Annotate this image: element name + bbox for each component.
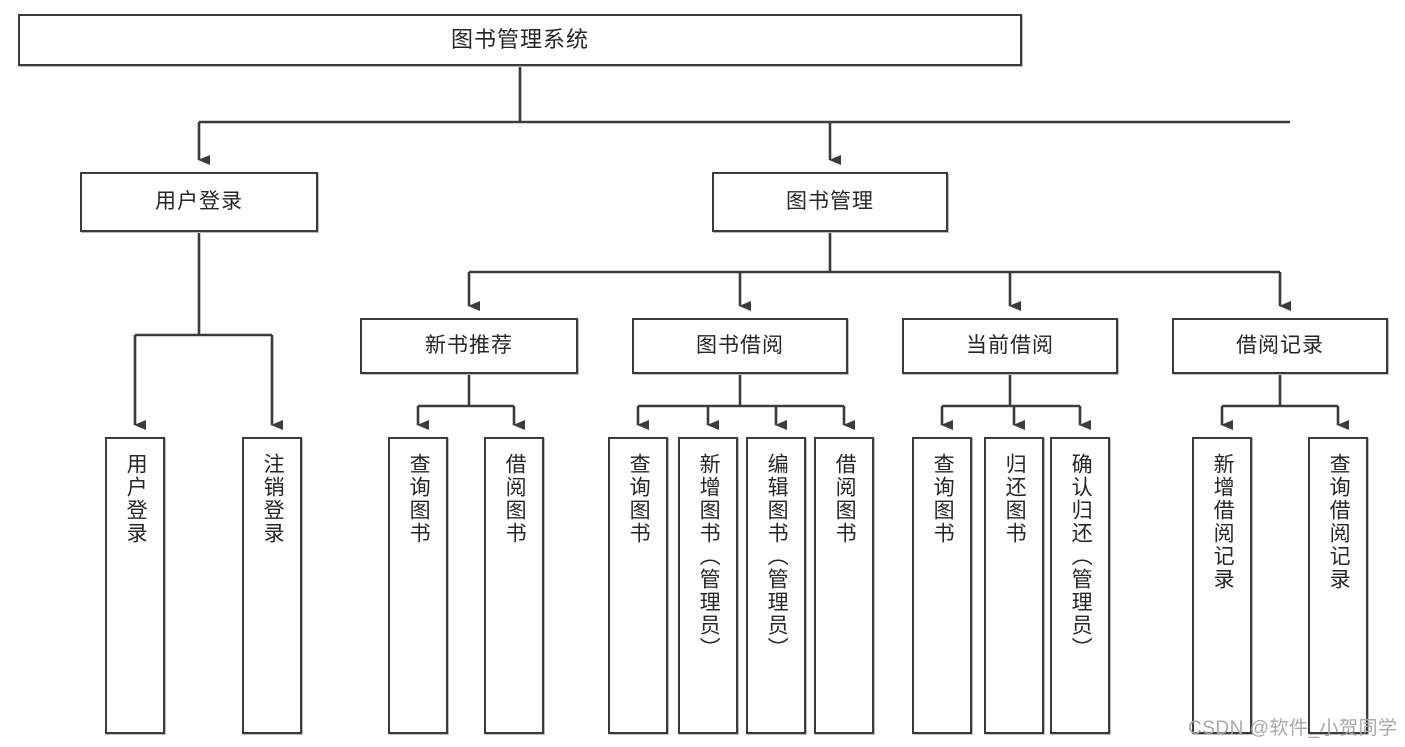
node-book-borrow[interactable]: 图书借阅 <box>632 318 848 374</box>
leaf-label: 借阅图书 <box>833 453 857 545</box>
node-current-borrow[interactable]: 当前借阅 <box>902 318 1118 374</box>
leaf-node[interactable]: 新增图书（管理员） <box>678 437 738 734</box>
leaf-label: 查询图书 <box>931 453 955 545</box>
leaf-label: 注销登录 <box>261 453 285 545</box>
leaf-node[interactable]: 查询图书 <box>608 437 668 734</box>
leaf-node[interactable]: 新增借阅记录 <box>1192 437 1252 734</box>
leaf-label: 确认归还（管理员） <box>1069 453 1093 660</box>
leaf-label: 借阅图书 <box>503 453 527 545</box>
node-root-label: 图书管理系统 <box>450 26 589 52</box>
node-borrow-record[interactable]: 借阅记录 <box>1172 318 1388 374</box>
node-user-login-label: 用户登录 <box>155 190 243 214</box>
csdn-watermark: CSDN @软件_小贺同学 <box>1188 718 1398 739</box>
leaf-label: 编辑图书（管理员） <box>765 453 789 660</box>
leaf-node[interactable]: 注销登录 <box>242 437 302 734</box>
leaf-label: 归还图书 <box>1003 453 1027 545</box>
node-book-borrow-label: 图书借阅 <box>696 334 784 358</box>
node-new-book-recommend-label: 新书推荐 <box>425 334 513 358</box>
leaf-label: 查询图书 <box>407 453 431 545</box>
node-current-borrow-label: 当前借阅 <box>966 334 1054 358</box>
node-book-management[interactable]: 图书管理 <box>712 172 948 232</box>
leaf-label: 新增借阅记录 <box>1211 453 1235 591</box>
node-book-management-label: 图书管理 <box>786 190 874 214</box>
leaf-node[interactable]: 用户登录 <box>105 437 165 734</box>
leaf-label: 查询借阅记录 <box>1327 453 1351 591</box>
leaf-label: 用户登录 <box>124 453 148 545</box>
leaf-node[interactable]: 归还图书 <box>984 437 1044 734</box>
node-root[interactable]: 图书管理系统 <box>18 14 1022 66</box>
leaf-node[interactable]: 借阅图书 <box>814 437 874 734</box>
leaf-node[interactable]: 查询借阅记录 <box>1308 437 1368 734</box>
leaf-node[interactable]: 查询图书 <box>912 437 972 734</box>
leaf-node[interactable]: 确认归还（管理员） <box>1050 437 1110 734</box>
leaf-node[interactable]: 查询图书 <box>388 437 448 734</box>
leaf-node[interactable]: 借阅图书 <box>484 437 544 734</box>
node-borrow-record-label: 借阅记录 <box>1236 334 1324 358</box>
node-new-book-recommend[interactable]: 新书推荐 <box>360 318 578 374</box>
leaf-label: 查询图书 <box>627 453 651 545</box>
node-user-login[interactable]: 用户登录 <box>80 172 318 232</box>
leaf-label: 新增图书（管理员） <box>697 453 721 660</box>
leaf-node[interactable]: 编辑图书（管理员） <box>746 437 806 734</box>
